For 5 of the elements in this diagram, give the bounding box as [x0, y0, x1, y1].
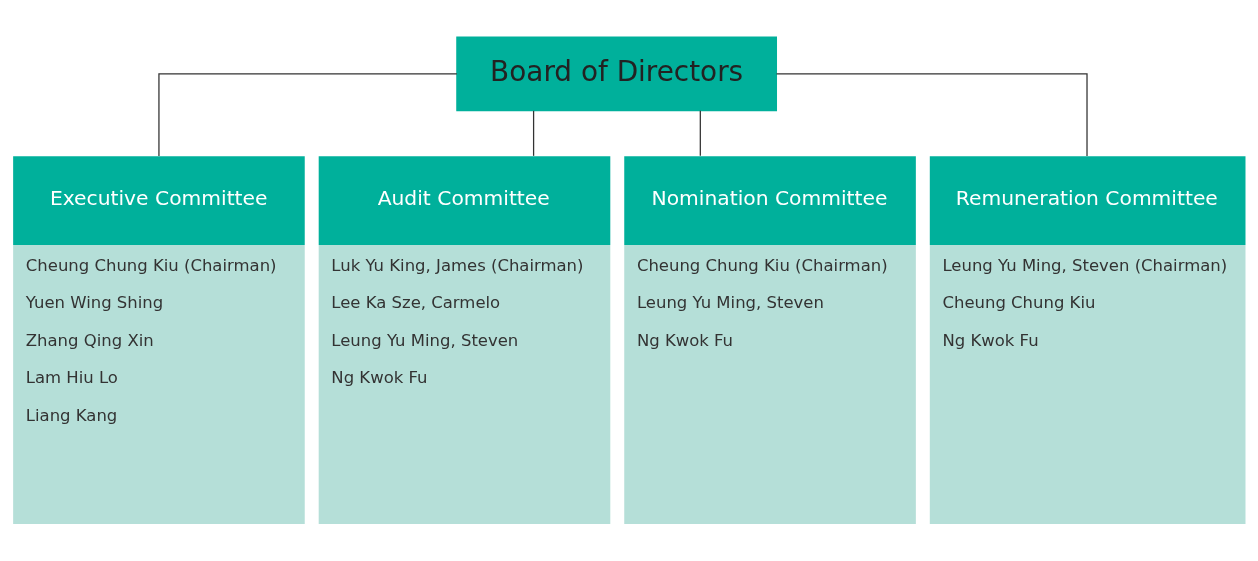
- node-box: Board of Directors: [456, 36, 778, 112]
- connector: [158, 73, 458, 157]
- connector: [775, 73, 1088, 157]
- connector: [699, 110, 701, 157]
- connector: [532, 110, 535, 157]
